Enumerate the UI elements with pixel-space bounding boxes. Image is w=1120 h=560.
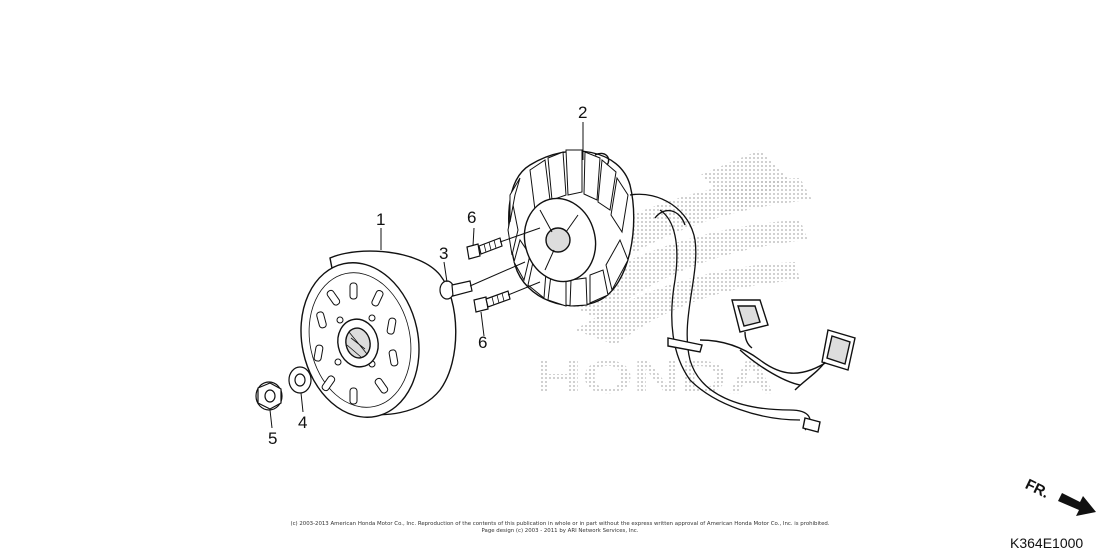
callout-5[interactable]: 5 [268,429,278,448]
honda-watermark-text: HONDA [535,351,775,403]
washer [288,366,312,394]
flange-nut [255,381,283,411]
copyright-line-1: (c) 2003-2013 American Honda Motor Co., … [290,521,830,527]
front-direction-arrow [1058,493,1096,516]
stator-bolt-upper [466,237,503,260]
diagram-code: K364E1000 [1010,535,1084,551]
copyright-notice: (c) 2003-2013 American Honda Motor Co., … [0,521,1120,535]
flywheel-rotor [300,250,457,418]
stator-assembly [507,149,856,433]
callout-3[interactable]: 3 [439,244,449,263]
copyright-line-2: Page design (c) 2003 - 2011 by ARI Netwo… [481,528,639,534]
washer-bolt [439,280,473,300]
leader-lines [269,122,584,429]
callout-1[interactable]: 1 [376,210,386,229]
callout-2[interactable]: 2 [578,103,588,122]
callout-4[interactable]: 4 [298,413,308,432]
callout-6-upper[interactable]: 6 [467,208,477,227]
callout-6-lower[interactable]: 6 [478,333,488,352]
stator-bolt-lower [473,290,511,313]
